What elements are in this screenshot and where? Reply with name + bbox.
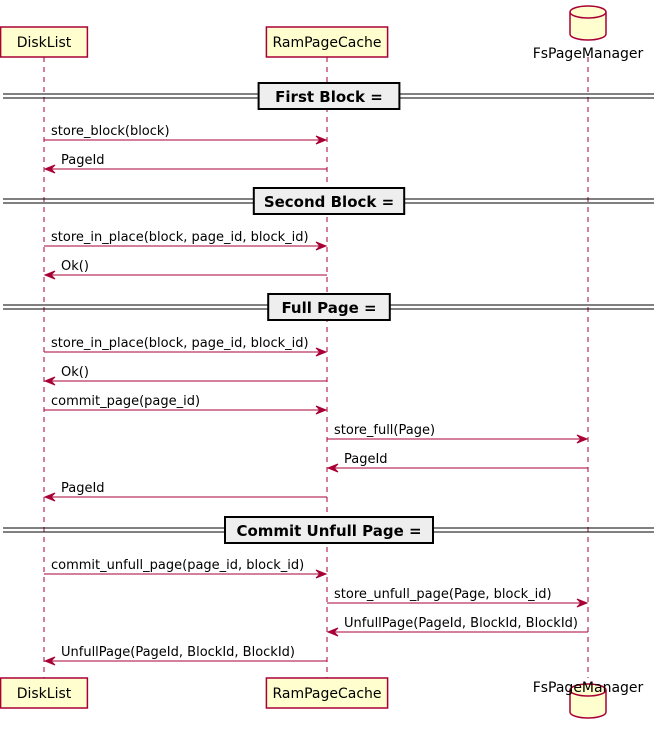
database-rim — [569, 689, 607, 697]
fspagemanager-database-top — [569, 5, 607, 41]
separator-box — [252, 187, 406, 215]
message-label: PageId — [344, 452, 388, 467]
database-icon — [569, 683, 607, 719]
message-label: store_in_place(block, page_id, block_id) — [51, 336, 309, 351]
message-label: PageId — [61, 153, 105, 168]
arrowhead-icon — [315, 405, 328, 415]
participant-box-disklist-top — [0, 26, 89, 58]
message-label: commit_page(page_id) — [51, 394, 200, 409]
separator-box — [267, 293, 391, 321]
message-label: UnfullPage(PageId, BlockId, BlockId) — [61, 645, 295, 660]
arrowhead-icon — [326, 463, 339, 473]
arrowhead-icon — [43, 376, 56, 386]
separator-label: Second Block = — [264, 193, 394, 211]
message-label: store_unfull_page(Page, block_id) — [334, 587, 552, 602]
separator-box — [224, 516, 434, 544]
fspagemanager-database-bottom — [569, 683, 607, 719]
message-label: UnfullPage(PageId, BlockId, BlockId) — [344, 616, 578, 631]
arrowhead-icon — [43, 492, 56, 502]
arrowhead-icon — [315, 569, 328, 579]
participant-label-disklist-bottom: DiskList — [17, 686, 72, 702]
arrowhead-icon — [576, 598, 589, 608]
participant-label-rampagecache-bottom: RamPageCache — [272, 686, 381, 702]
arrowhead-icon — [43, 164, 56, 174]
arrowhead-icon — [43, 656, 56, 666]
separator-label: Full Page = — [281, 299, 376, 317]
arrowhead-icon — [315, 241, 328, 251]
arrowhead-icon — [315, 347, 328, 357]
arrowhead-icon — [315, 135, 328, 145]
separator-label: First Block = — [275, 88, 383, 106]
participant-box-rampagecache-top — [265, 26, 389, 58]
participant-label-rampagecache-top: RamPageCache — [272, 35, 381, 51]
participant-label-fspagemanager-bottom: FsPageManager — [533, 680, 644, 696]
separator-box — [257, 82, 401, 110]
message-label: store_block(block) — [51, 124, 170, 139]
message-label: store_in_place(block, page_id, block_id) — [51, 230, 309, 245]
message-label: Ok() — [61, 259, 89, 274]
arrowhead-icon — [326, 627, 339, 637]
database-rim — [569, 11, 607, 19]
database-icon — [569, 5, 607, 41]
message-label: commit_unfull_page(page_id, block_id) — [51, 558, 304, 573]
separator-label: Commit Unfull Page = — [236, 522, 421, 540]
message-label: store_full(Page) — [334, 423, 435, 438]
participant-label-disklist-top: DiskList — [17, 35, 72, 51]
arrowhead-icon — [576, 434, 589, 444]
participant-box-rampagecache-bottom — [265, 677, 389, 709]
message-label: PageId — [61, 481, 105, 496]
participant-box-disklist-bottom — [0, 677, 89, 709]
participant-label-fspagemanager-top: FsPageManager — [533, 46, 644, 62]
message-label: Ok() — [61, 365, 89, 380]
arrowhead-icon — [43, 270, 56, 280]
